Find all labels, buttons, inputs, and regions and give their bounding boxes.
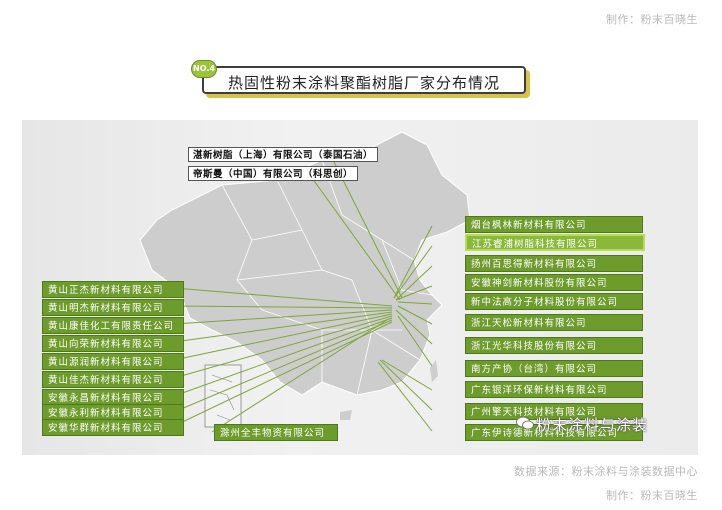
left-label: 安徽华群新材料有限公司 — [42, 419, 184, 436]
leader-line — [381, 359, 433, 391]
left-label: 黄山康佳化工有限责任公司 — [42, 317, 184, 334]
leader-line — [393, 245, 433, 299]
right-label: 广东银洋环保新材料有限公司 — [465, 381, 643, 398]
hainan-shape — [340, 410, 352, 420]
left-label: 黄山正杰新材料有限公司 — [42, 281, 184, 298]
top-label: 湛新树脂（上海）有限公司（泰国石油） — [188, 147, 379, 162]
leader-line — [395, 265, 433, 301]
right-label: 广州擎天科技材料有限公司 — [465, 403, 643, 420]
leader-line — [173, 319, 393, 413]
leader-line — [395, 285, 433, 301]
page-title: 热固性粉末涂料聚酯树脂厂家分布情况 — [227, 74, 500, 92]
leader-line — [173, 305, 393, 309]
title-box: 热固性粉末涂料聚酯树脂厂家分布情况 — [202, 66, 526, 94]
leader-line — [211, 319, 388, 433]
leader-line — [331, 157, 403, 299]
right-label: 浙江光华科技股份有限公司 — [465, 337, 643, 354]
right-label: 安徽神剑新材料股份有限公司 — [465, 274, 643, 291]
leader-line — [173, 313, 393, 361]
data-source: 数据来源：粉末涂料与涂装数据中心 — [514, 465, 698, 478]
right-label: 新中法高分子材料股份有限公司 — [465, 293, 643, 310]
leader-line — [379, 359, 433, 411]
leader-line — [393, 225, 433, 299]
wechat-icon — [516, 416, 534, 430]
leader-line — [173, 315, 393, 379]
left-label: 黄山向荣新材料有限公司 — [42, 335, 184, 352]
leader-line — [397, 315, 433, 367]
leader-line — [173, 311, 393, 343]
leader-line — [377, 361, 433, 432]
left-label: 黄山佳杰新材料有限公司 — [42, 371, 184, 388]
credit-bottom: 制作：粉末百晓生 — [606, 489, 698, 502]
right-label: 广东伊诗德新材料科技有限公司 — [465, 424, 643, 441]
left-label: 黄山明杰新材料有限公司 — [42, 299, 184, 316]
center-label: 滁州全丰物资有限公司 — [214, 424, 338, 441]
watermark-text: 粉末涂料与涂装 — [536, 416, 649, 434]
right-label: 烟台枫林新材料有限公司 — [465, 216, 643, 233]
leader-line — [173, 309, 393, 325]
leader-line — [173, 321, 393, 427]
leader-line — [397, 305, 433, 325]
leader-line — [173, 287, 393, 307]
leader-lines — [173, 157, 433, 433]
left-label: 黄山源润新材料有限公司 — [42, 353, 184, 370]
right-label: 浙江天松新材料有限公司 — [465, 314, 643, 331]
taiwan-shape — [430, 360, 438, 382]
china-map — [139, 131, 471, 433]
top-label: 帝斯曼（中国）有限公司（科思创） — [188, 166, 359, 181]
number-badge: NO.4 — [191, 60, 217, 78]
right-label: 扬州百思得新材料有限公司 — [465, 255, 643, 272]
right-label: 南方产协（台湾）有限公司 — [465, 360, 643, 377]
leader-line — [395, 309, 433, 345]
credit-top: 制作：粉末百晓生 — [606, 13, 698, 26]
right-label: 江苏睿浦树脂科技有限公司 — [465, 234, 645, 251]
leader-line — [173, 317, 393, 397]
leader-line — [311, 177, 401, 301]
leader-line — [397, 301, 433, 305]
china-outline — [139, 131, 471, 396]
